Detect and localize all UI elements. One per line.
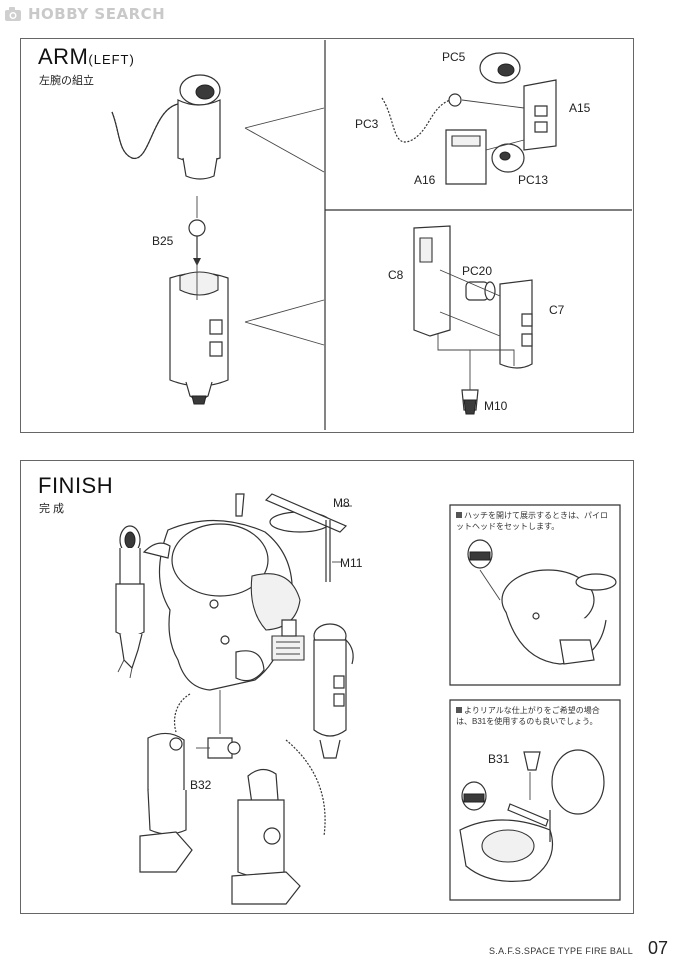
camera-logo-icon — [5, 7, 21, 21]
note-b31-option: よりリアルな仕上がりをご希望の場合は、B31を使用するのも良いでしょう。 — [456, 705, 614, 727]
arm-assembly-panel — [20, 38, 634, 433]
arm-section-title: ARM(LEFT) — [38, 44, 135, 70]
finish-section-title: FINISH — [38, 473, 114, 498]
page-number: 07 — [648, 938, 669, 958]
label-a16: A16 — [414, 173, 436, 187]
label-pc5: PC5 — [442, 50, 466, 64]
note2-illustration — [460, 750, 604, 881]
right-leg — [232, 740, 325, 904]
arm-title: ARM — [38, 44, 89, 69]
label-c7: C7 — [549, 303, 565, 317]
finish-subtitle: 完 成 — [39, 503, 65, 515]
upper-arm-exploded — [382, 53, 556, 184]
label-m11: M11 — [340, 556, 363, 570]
forearm-exploded — [414, 226, 532, 414]
label-b25: B25 — [152, 234, 174, 248]
label-m10: M10 — [484, 399, 508, 413]
fire-ball-body — [144, 494, 330, 690]
b32-connector — [196, 690, 240, 758]
label-pc20: PC20 — [462, 264, 493, 278]
label-b32: B32 — [190, 778, 212, 792]
product-name-footer: S.A.F.S.SPACE TYPE FIRE BALL — [489, 946, 634, 956]
label-m8: M8 — [333, 496, 350, 510]
note-b31-option-text: よりリアルな仕上がりをご希望の場合は、B31を使用するのも良いでしょう。 — [456, 706, 600, 726]
right-arm-arm — [272, 620, 353, 758]
m8-m11-parts — [266, 494, 352, 582]
label-pc3: PC3 — [355, 117, 379, 131]
label-pc13: PC13 — [518, 173, 549, 187]
upper-arm-assembled — [112, 75, 220, 179]
hobby-search-watermark: HOBBY SEARCH — [4, 4, 165, 24]
forearm-assembled — [170, 262, 228, 404]
arm-title-suffix: (LEFT) — [88, 52, 135, 67]
left-arm-arm — [116, 526, 144, 678]
note1-illustration — [468, 540, 616, 664]
label-a15: A15 — [569, 101, 591, 115]
watermark-text: HOBBY SEARCH — [28, 5, 166, 23]
label-b31: B31 — [488, 752, 510, 766]
note-pilot-head: ハッチを開けて展示するときは、パイロットヘッドをセットします。 — [456, 510, 614, 532]
note-pilot-head-text: ハッチを開けて展示するときは、パイロットヘッドをセットします。 — [456, 511, 608, 531]
left-leg — [140, 694, 192, 872]
arm-subtitle: 左腕の組立 — [39, 75, 94, 87]
label-c8: C8 — [388, 268, 404, 282]
